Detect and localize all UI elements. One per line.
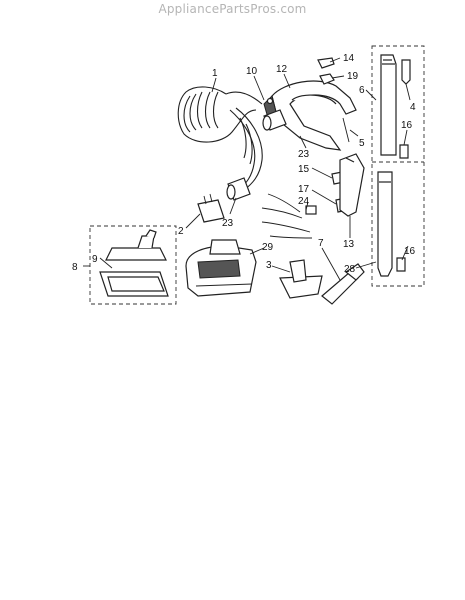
leader-lines bbox=[83, 57, 411, 281]
callout-2: 2 bbox=[178, 226, 184, 237]
callout-28: 28 bbox=[344, 264, 356, 275]
callout-3: 3 bbox=[266, 260, 272, 271]
group-box-tools bbox=[89, 225, 177, 305]
callout-15: 15 bbox=[298, 164, 310, 175]
callout-10: 10 bbox=[246, 66, 258, 77]
swivel-connector[interactable] bbox=[339, 153, 365, 217]
wand-clip-upper[interactable] bbox=[399, 144, 409, 159]
callout-12: 12 bbox=[276, 64, 288, 75]
rod-part[interactable] bbox=[342, 117, 350, 143]
callout-4: 4 bbox=[410, 102, 416, 113]
crevice-tool[interactable] bbox=[321, 263, 365, 305]
floor-tool[interactable] bbox=[105, 229, 167, 261]
callout-13: 13 bbox=[343, 239, 355, 250]
brush-strip[interactable] bbox=[99, 271, 169, 297]
hose-end-connector[interactable] bbox=[197, 193, 225, 223]
power-nozzle[interactable] bbox=[185, 239, 257, 297]
callout-19: 19 bbox=[347, 71, 359, 82]
callout-8: 8 bbox=[72, 262, 78, 273]
callout-5: 5 bbox=[359, 138, 365, 149]
watermark-text: AppliancePartsPros.com bbox=[158, 2, 307, 16]
hose-coil[interactable] bbox=[177, 86, 263, 191]
callout-29: 29 bbox=[262, 242, 274, 253]
callout-9: 9 bbox=[92, 254, 98, 265]
hose-cuff-lower[interactable] bbox=[226, 177, 251, 201]
latch-part[interactable] bbox=[401, 59, 411, 85]
callout-7: 7 bbox=[318, 238, 324, 249]
screw-part[interactable] bbox=[266, 97, 274, 105]
switch-part[interactable] bbox=[317, 57, 335, 69]
callout-16-upper: 16 bbox=[401, 120, 413, 131]
callout-16-lower: 16 bbox=[404, 246, 416, 257]
callout-labels: 1 10 12 14 19 6 4 16 5 23 15 17 24 2 23 … bbox=[72, 53, 416, 275]
wand-clip-lower[interactable] bbox=[396, 257, 406, 272]
wand-upper[interactable] bbox=[380, 54, 397, 156]
upholstery-tool[interactable] bbox=[279, 259, 323, 299]
group-box-wands bbox=[371, 45, 425, 287]
callout-17: 17 bbox=[298, 184, 310, 195]
callout-24: 24 bbox=[298, 196, 310, 207]
callout-6: 6 bbox=[359, 85, 365, 96]
callout-1: 1 bbox=[212, 68, 218, 79]
callout-14: 14 bbox=[343, 53, 355, 64]
button-part[interactable] bbox=[319, 73, 335, 85]
callout-23-lower: 23 bbox=[222, 218, 234, 229]
wand-lower[interactable] bbox=[377, 171, 393, 277]
hose-cuff-upper[interactable] bbox=[262, 109, 287, 131]
callout-23-upper: 23 bbox=[298, 149, 310, 160]
